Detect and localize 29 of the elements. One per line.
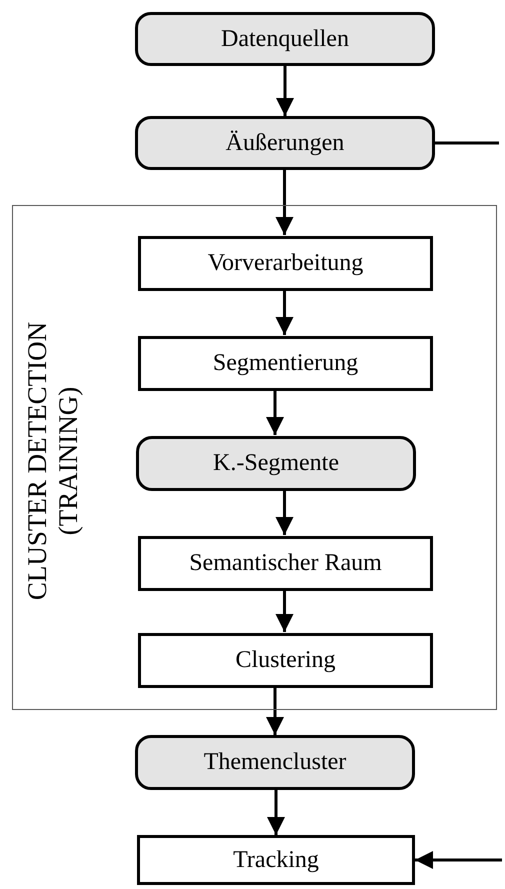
process-box xyxy=(138,633,433,688)
arrow xyxy=(276,66,294,116)
process-box xyxy=(138,236,433,291)
node-label: Themencluster xyxy=(204,749,346,776)
node-label: Segmentierung xyxy=(212,350,358,377)
rounded-box xyxy=(136,436,416,491)
arrow xyxy=(415,851,502,869)
node-label: Datenquellen xyxy=(221,26,349,52)
rounded-box xyxy=(135,735,415,790)
process-box xyxy=(137,835,415,885)
process-box xyxy=(138,536,433,591)
rounded-box xyxy=(135,12,435,66)
node-label: Clustering xyxy=(236,647,336,674)
group-label: CLUSTER DETECTION (TRAINING) xyxy=(22,320,84,602)
arrow xyxy=(276,290,294,335)
arrow xyxy=(276,490,294,535)
process-box xyxy=(138,336,433,391)
node-label: Äußerungen xyxy=(226,130,344,156)
arrow xyxy=(276,170,294,235)
group-frame xyxy=(12,205,497,710)
node-label: Vorverarbeitung xyxy=(208,250,364,277)
arrow xyxy=(266,687,284,735)
node-label: Semantischer Raum xyxy=(189,550,382,577)
arrow xyxy=(276,590,294,632)
rounded-box xyxy=(135,116,435,170)
node-label: Tracking xyxy=(233,846,319,874)
node-label: K.-Segmente xyxy=(213,450,339,477)
arrow xyxy=(267,790,285,835)
arrow xyxy=(266,390,284,435)
